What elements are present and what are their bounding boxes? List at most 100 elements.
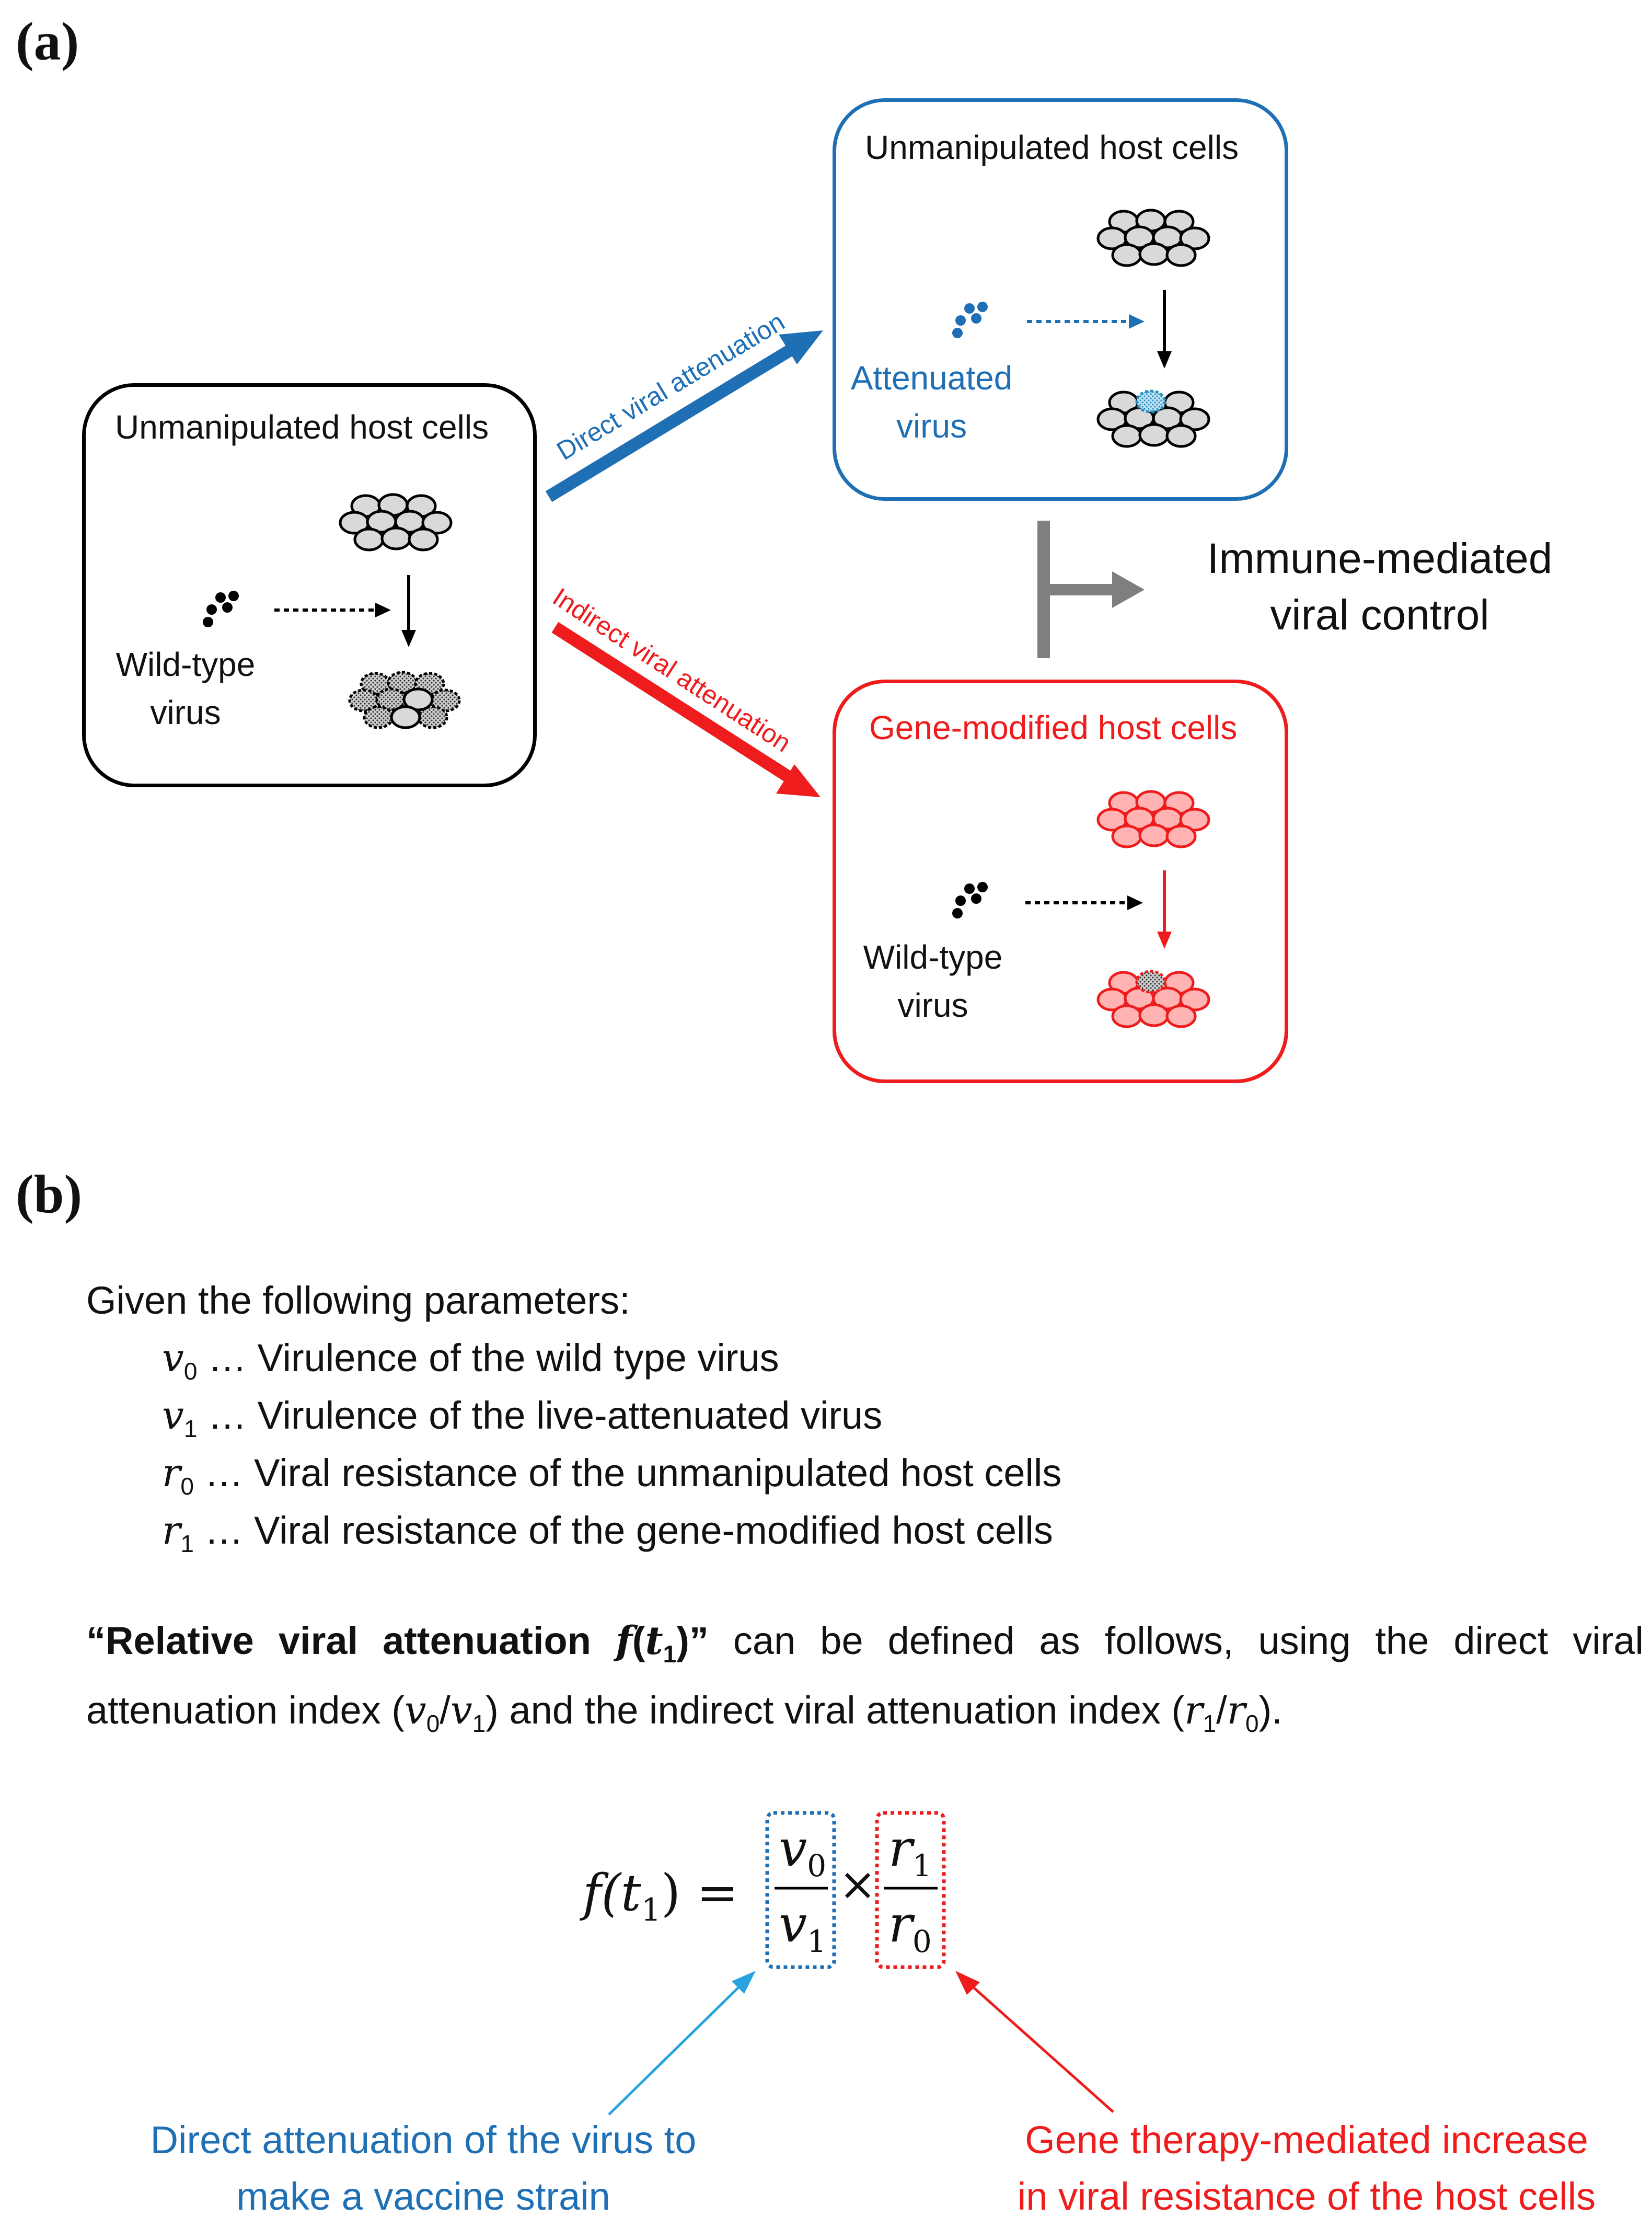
param-v1-desc: … Virulence of the live-attenuated virus xyxy=(197,1394,883,1437)
indirect-attenuation-arrowhead xyxy=(776,764,821,797)
left-dotted-arrowhead xyxy=(375,603,391,617)
gene-therapy-caption: Gene therapy-mediated increase in viral … xyxy=(967,2112,1646,2225)
direct-attenuation-arrow xyxy=(545,342,798,502)
param-v1: v1 … Virulence of the live-attenuated vi… xyxy=(162,1393,882,1443)
left-callout-arrowhead xyxy=(732,1971,756,1994)
relative-term-open: “Relative viral attenuation xyxy=(86,1619,616,1662)
param-r0-symbol: r xyxy=(162,1451,181,1496)
formula-v0: v0 xyxy=(779,1819,826,1883)
formula-v0-symbol: v xyxy=(779,1819,807,1878)
bottom-virus-dots xyxy=(952,882,988,918)
top-host-cells-top xyxy=(1096,209,1210,267)
param-v0-desc: … Virulence of the wild type virus xyxy=(197,1336,779,1380)
left-virus-label-line1: Wild-type xyxy=(115,646,256,683)
gene-therapy-caption-line2: in viral resistance of the host cells xyxy=(1017,2175,1596,2218)
top-box-title: Unmanipulated host cells xyxy=(865,129,1239,166)
param-v0-sub: 0 xyxy=(183,1357,198,1385)
right-callout-line xyxy=(968,1983,1114,2113)
right-callout-arrowhead xyxy=(955,1971,980,1995)
formula-lhs-close: ) = xyxy=(661,1864,739,1922)
bottom-down-arrowhead xyxy=(1157,932,1172,949)
formula-v0-sub: 0 xyxy=(807,1848,827,1884)
param-r1-sub: 1 xyxy=(180,1530,194,1557)
immune-control-line1: Immune-mediated xyxy=(1207,535,1553,582)
idx-v1: v xyxy=(450,1687,472,1733)
attenuated-virus-dots xyxy=(952,302,988,338)
relative-attenuation-definition: “Relative viral attenuation f(t1)” can b… xyxy=(86,1618,1644,1737)
left-virus-label-line2: virus xyxy=(150,694,221,731)
idx-r1: r xyxy=(1184,1687,1203,1733)
direct-attenuation-arrowhead xyxy=(779,330,823,364)
top-virus-label-line2: virus xyxy=(896,407,967,445)
relative-text-2: ) and the indirect viral attenuation ind… xyxy=(486,1688,1185,1732)
formula-lhs: f(t1) = xyxy=(583,1864,738,1928)
left-virus-dots xyxy=(203,591,239,627)
immune-control-label: Immune-mediated viral control xyxy=(1176,531,1584,644)
relative-term-t: t xyxy=(645,1618,663,1663)
relative-attenuation-term: “Relative viral attenuation f(t1)” xyxy=(86,1618,709,1668)
param-r1: r1 … Viral resistance of the gene-modifi… xyxy=(162,1508,1053,1558)
param-v1-sub: 1 xyxy=(183,1415,198,1442)
bottom-box-title: Gene-modified host cells xyxy=(869,709,1238,746)
formula-times: × xyxy=(839,1858,877,1911)
formula-v1-sub: 1 xyxy=(807,1924,827,1960)
param-v0: v0 … Virulence of the wild type virus xyxy=(162,1336,779,1385)
bottom-infected-cell xyxy=(1135,970,1166,994)
bottom-host-box xyxy=(833,680,1288,1083)
left-callout-line xyxy=(608,1983,743,2116)
formula-v1-symbol: v xyxy=(779,1895,807,1954)
panel-b-label: (b) xyxy=(16,1164,83,1224)
direct-attenuation-caption: Direct attenuation of the virus to make … xyxy=(84,2112,763,2225)
top-virus-label-line1: Attenuated xyxy=(850,359,1013,397)
top-infected-cell xyxy=(1135,389,1166,413)
idx-r1-sub: 1 xyxy=(1203,1709,1217,1737)
immune-connector-shaft xyxy=(1050,584,1118,595)
formula-r1: r1 xyxy=(888,1819,932,1883)
formula-r0: r0 xyxy=(888,1895,932,1959)
param-r0: r0 … Viral resistance of the unmanipulat… xyxy=(162,1451,1061,1500)
top-down-arrowhead xyxy=(1157,351,1172,369)
relative-term-f: f xyxy=(615,1618,632,1663)
idx-r0: r xyxy=(1227,1687,1246,1733)
bottom-host-cells-bottom xyxy=(1096,971,1210,1028)
immune-connector-bar xyxy=(1037,521,1050,658)
immune-connector-arrowhead xyxy=(1112,571,1145,608)
formula-r1-sub: 1 xyxy=(912,1848,932,1884)
idx-v1-sub: 1 xyxy=(472,1709,486,1737)
top-host-cells-bottom xyxy=(1096,390,1210,448)
formula-r0-symbol: r xyxy=(888,1895,912,1954)
left-down-arrowhead xyxy=(401,630,416,647)
formula-lhs-sub: 1 xyxy=(641,1892,661,1929)
formula-lhs-f: f(t xyxy=(583,1864,641,1922)
idx-v0: v xyxy=(404,1687,426,1733)
left-virus-label: Wild-type virus xyxy=(99,640,272,737)
direct-caption-line1: Direct attenuation of the virus to xyxy=(150,2118,697,2162)
param-r1-symbol: r xyxy=(162,1508,181,1553)
formula-v1: v1 xyxy=(779,1895,826,1959)
relative-text-1: can be defined as follows, using the dir… xyxy=(86,1619,1644,1732)
direct-caption-line2: make a vaccine strain xyxy=(236,2175,610,2218)
left-host-cells-bottom xyxy=(348,671,461,729)
bottom-virus-label: Wild-type virus xyxy=(836,933,1030,1029)
bottom-virus-label-line2: virus xyxy=(897,986,968,1024)
bottom-dotted-arrowhead xyxy=(1127,895,1143,910)
left-box-title: Unmanipulated host cells xyxy=(115,408,489,446)
left-host-cells-top xyxy=(339,493,453,552)
formula-r0-sub: 0 xyxy=(912,1924,932,1960)
bottom-virus-label-line1: Wild-type xyxy=(863,938,1003,976)
param-r1-desc: … Viral resistance of the gene-modified … xyxy=(193,1509,1053,1552)
relative-term-close: ” xyxy=(689,1619,709,1662)
param-v0-symbol: v xyxy=(162,1336,184,1381)
gene-therapy-caption-line1: Gene therapy-mediated increase xyxy=(1025,2118,1588,2162)
immune-control-line2: viral control xyxy=(1270,591,1489,639)
left-host-box xyxy=(82,383,537,787)
panel-a-label: (a) xyxy=(16,12,79,72)
param-v1-symbol: v xyxy=(162,1393,184,1438)
param-r0-sub: 0 xyxy=(180,1472,194,1500)
top-host-box xyxy=(833,98,1288,501)
idx-v0-sub: 0 xyxy=(426,1709,440,1737)
relative-text-3: ). xyxy=(1258,1688,1283,1732)
relative-term-sub: 1 xyxy=(663,1640,677,1668)
top-virus-label: Attenuated virus xyxy=(836,354,1027,450)
parameters-intro: Given the following parameters: xyxy=(86,1279,630,1322)
